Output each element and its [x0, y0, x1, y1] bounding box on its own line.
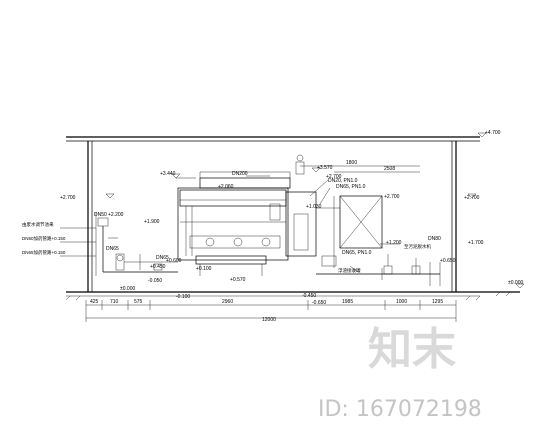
- elev-pit-c: -0.650: [312, 300, 326, 306]
- dim-top-1800: 1800: [346, 160, 357, 166]
- elev-pit-a: -0.100: [176, 294, 190, 300]
- right-piping: [316, 254, 441, 286]
- elev-pipe-right: +0.650: [440, 258, 456, 264]
- pipe-dn80: DN80: [428, 236, 441, 242]
- elev-right-a: +1.700: [468, 240, 484, 246]
- dim-seg-3: 2960: [222, 299, 233, 305]
- elev-unit-top: +3.440: [160, 171, 176, 177]
- elev-unit-right: +2.700: [384, 194, 400, 200]
- elev-mid-b: +0.100: [196, 266, 212, 272]
- watermark-id: ID: 167072198: [318, 397, 482, 422]
- watermark-brand: 知末: [368, 324, 456, 375]
- leader-lines: [60, 175, 400, 273]
- ground-hatch: [65, 291, 511, 301]
- dim-seg-1: 710: [110, 299, 119, 305]
- elev-unit-left: +2.700: [326, 174, 342, 180]
- scum-tank: [316, 195, 383, 268]
- building-outline: [66, 136, 520, 297]
- pipe-dn65-mid: DN65: [156, 255, 169, 261]
- elev-mid-a: +0.600: [166, 258, 182, 264]
- note-left-1: 由废水调节池来: [22, 221, 54, 228]
- elev-unit-mid: +2.060: [218, 184, 234, 190]
- dim-total: 12000: [262, 317, 276, 323]
- elev-ground-right: ±0.000: [508, 280, 523, 286]
- dimension-chain: [85, 165, 457, 322]
- pipe-dn200: DN200: [232, 171, 248, 177]
- elevation-markers: [105, 132, 525, 289]
- elev-roof: +4.700: [485, 130, 501, 136]
- dim-seg-5: 1000: [396, 299, 407, 305]
- elev-right-b: +1.200: [386, 240, 402, 246]
- elev-low-b: -0.050: [148, 278, 162, 284]
- pipe-dn65-right: DN65, PN1.0: [342, 250, 372, 256]
- dim-top-2508: 2508: [384, 166, 395, 172]
- note-left-3: DN65加药管路+0.150: [22, 249, 66, 256]
- elev-low-a: +0.450: [150, 264, 166, 270]
- left-piping: [95, 212, 178, 276]
- pipe-dn50: DN50: [94, 212, 107, 218]
- pipe-dn65-top: DN65, PN1.0: [336, 184, 366, 190]
- note-right-2: 浮渣接收罐: [338, 267, 361, 274]
- note-left-2: DN50加药管路+0.150: [22, 235, 66, 242]
- elev-left-b: +1.900: [144, 219, 160, 225]
- elev-tank-top: +3.570: [317, 165, 333, 171]
- elev-tank-mid: +0.570: [230, 277, 246, 283]
- dim-seg-6: 1295: [432, 299, 443, 305]
- pipe-dn65-left: DN65: [106, 246, 119, 252]
- dim-seg-0: 425: [90, 299, 99, 305]
- elev-left-a: +2.200: [108, 212, 124, 218]
- elev-ground-left: ±0.000: [120, 286, 135, 292]
- elev-left-outer: +2.700: [60, 195, 76, 201]
- elev-right-wall: +2.700: [464, 195, 480, 201]
- pipe-dn20: DN20, PN1.0: [328, 178, 358, 184]
- elev-a: +1.030: [306, 204, 322, 210]
- elev-pit-b: -0.450: [302, 293, 316, 299]
- flotation-unit: [177, 154, 317, 276]
- note-right-1: 至污泥脱水机: [404, 243, 431, 250]
- dim-seg-2: 575: [134, 299, 143, 305]
- dim-seg-4: 1985: [342, 299, 353, 305]
